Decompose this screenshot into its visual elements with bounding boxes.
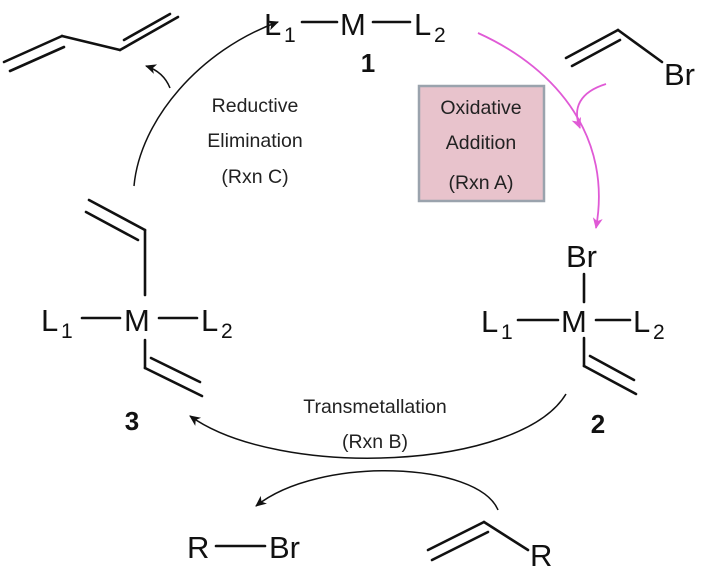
vinyl-r-single-bond [482,520,530,552]
bromine-atom: Br [664,57,695,92]
reductive-elimination-line-3: (Rxn C) [221,166,288,188]
butadiene-release-arrow [145,64,171,89]
reductive-elimination-line-2: Elimination [207,130,302,152]
oxidative-addition-line-3: (Rxn A) [448,172,513,194]
diene-double-bond-1 [2,34,64,64]
oxidative-addition-line-2: Addition [446,132,516,154]
reductive-elimination-arc [133,20,279,187]
oxidative-addition-line-1: Oxidative [440,97,521,119]
vinyl-c-br-bond [616,28,664,64]
byproduct-release-arc [255,470,499,511]
vinyl-r-reagent: R [426,520,552,571]
vinyl-bromide-entry-arrow [571,83,607,129]
ligand-l1-subscript: 1 [284,24,296,47]
byproduct-r-atom: R [187,530,209,565]
transmetallation-arc [189,393,567,459]
complex3-lower-vinyl-double-bond-b [149,356,202,384]
complex3-l2-subscript: 2 [221,320,233,343]
complex2-vinyl-double-bond [582,364,638,396]
ligand-l2-atom: L [414,7,431,42]
diene-double-bond-2 [118,15,180,52]
complex2-vinyl-double-bond-b [588,354,636,382]
butadiene-product-structure [2,12,180,73]
vinyl-bromide-reagent: Br [564,28,695,92]
ligand-l2-subscript: 2 [434,24,446,47]
complex-3-structure: L 1 M L 2 3 [41,198,233,436]
vinyl-double-bond-b [570,38,622,68]
vinyl-r-atom: R [530,538,552,571]
oxidative-addition-arrow [477,32,603,229]
reductive-elimination-label: Reductive Elimination (Rxn C) [207,95,302,188]
reductive-elimination-line-1: Reductive [212,95,299,117]
diene-double-bond-1b [8,45,66,73]
vinyl-r-double-bond-b [430,530,490,562]
oxidative-addition-label: Oxidative Addition (Rxn A) [417,84,546,203]
vinyl-r-double-bond [426,520,486,552]
oxidative-addition-box [417,84,546,203]
complex2-l2-subscript: 2 [653,321,665,344]
catalyst-1-structure: L 1 M L 2 1 [264,7,446,78]
complex3-l1-subscript: 1 [61,320,73,343]
complex3-l1-atom: L [41,303,58,338]
metal-atom: M [340,7,366,42]
transmetallation-label: Transmetallation (Rxn B) [303,396,446,453]
complex2-l1-subscript: 1 [501,321,513,344]
diene-single-bond [60,34,122,52]
r-br-byproduct: R Br [187,530,300,565]
compound-1-number: 1 [361,48,375,78]
complex2-l1-atom: L [481,304,498,339]
complex3-lower-vinyl-double-bond [143,366,204,398]
byproduct-br-atom: Br [269,530,300,565]
compound-2-number: 2 [591,409,605,439]
transmetallation-line-2: (Rxn B) [342,431,408,453]
complex3-upper-vinyl-double-bond-b [84,210,140,242]
diene-double-bond-2b [122,12,172,42]
complex3-l2-atom: L [201,303,218,338]
complex3-upper-vinyl-double-bond [87,198,147,232]
complex2-l2-atom: L [633,304,650,339]
transmetallation-line-1: Transmetallation [303,396,446,418]
compound-3-number: 3 [125,406,139,436]
complex2-metal-atom: M [561,304,587,339]
complex2-bromine-atom: Br [566,239,597,274]
complex-2-structure: Br L 1 M L 2 2 [481,239,665,439]
vinyl-double-bond [564,28,620,60]
complex3-metal-atom: M [124,303,150,338]
